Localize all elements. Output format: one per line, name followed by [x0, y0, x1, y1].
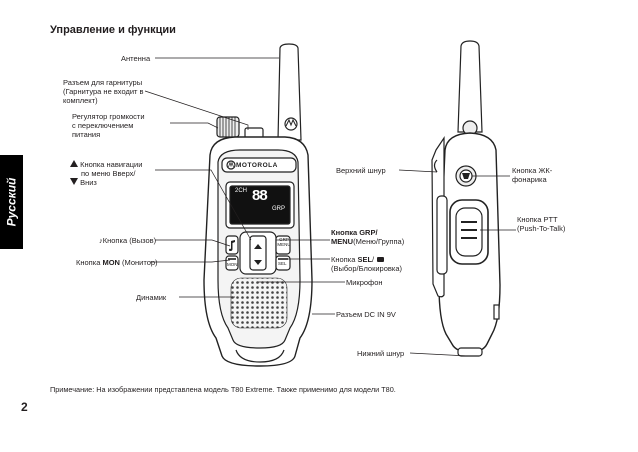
lcd-code: GRP [272, 206, 285, 212]
label-nav-buttons: Кнопка навигации по меню Вверх/ Вниз [70, 160, 142, 187]
triangle-down-icon [70, 178, 78, 185]
label-mon-button: Кнопка MON (Монитор) [76, 258, 158, 267]
label-top-lanyard: Верхний шнур [336, 166, 386, 175]
radio-side [432, 41, 500, 356]
label-bottom-lanyard: Нижний шнур [357, 349, 404, 358]
lock-icon [377, 257, 384, 262]
label-antenna: Антенна [121, 54, 150, 63]
triangle-up-icon [70, 160, 78, 167]
grp-menu-button-label: GRP MENU [277, 237, 291, 247]
label-flashlight-button: Кнопка ЖК- фонарика [512, 166, 552, 184]
label-sel-button: Кнопка SEL/ (Выбор/Блокировка) [331, 255, 402, 273]
label-headset-jack: Разъем для гарнитуры (Гарнитура не входи… [63, 78, 144, 105]
radio-front [204, 44, 312, 366]
lcd-digits: 88 [252, 187, 267, 204]
lcd-icons: 2CH [235, 188, 247, 194]
label-microphone: Микрофон [346, 278, 383, 287]
label-call-button: ♪Кнопка (Вызов) [99, 236, 156, 245]
label-speaker: Динамик [136, 293, 166, 302]
mon-button-label: MON [227, 262, 238, 267]
label-dc-jack: Разъем DC IN 9V [336, 310, 396, 319]
sel-button-label: SEL [278, 261, 287, 266]
label-grp-menu-button: Кнопка GRP/ MENU(Меню/Группа) [331, 228, 404, 246]
speaker-grill [231, 278, 287, 328]
label-ptt-button: Кнопка PTT (Push-To-Talk) [517, 215, 565, 233]
footnote: Примечание: На изображении представлена … [50, 385, 396, 394]
page-number: 2 [21, 400, 28, 414]
brand-label: MOTOROLA [236, 162, 278, 169]
label-volume-knob: Регулятор громкости с переключением пита… [72, 112, 145, 139]
